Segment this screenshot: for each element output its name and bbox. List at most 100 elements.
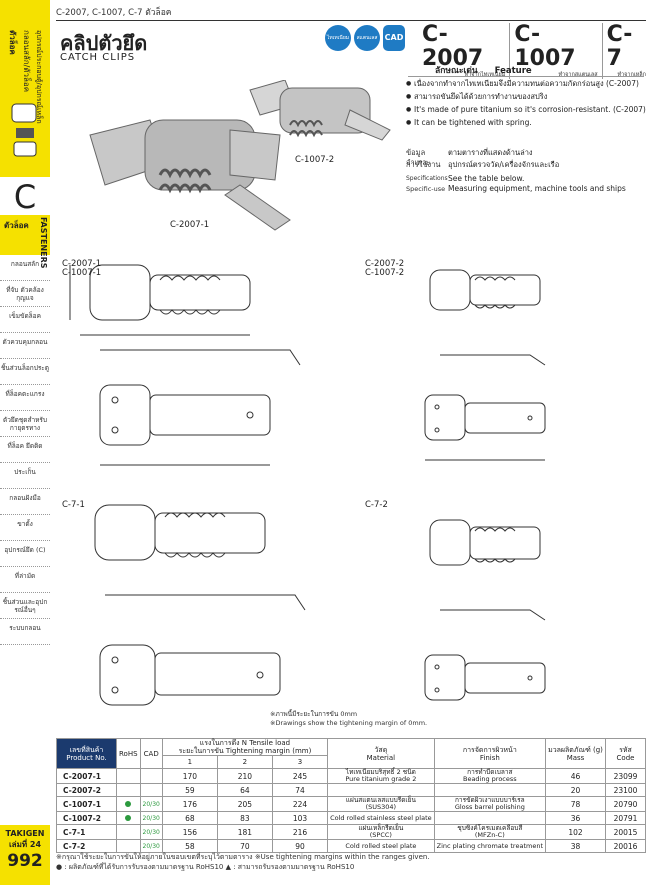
- cell-name: C-7-2: [56, 839, 117, 853]
- cell-fin: ชุบซิงค์โครเมตเคลือบสี (MFZn-C): [433, 824, 547, 840]
- cell-mat: Cold rolled steel plate: [327, 839, 435, 853]
- drawing-note-th: ※ภาพนี้มีระยะในการขัน 0mm: [270, 710, 358, 718]
- cell-v3: 216: [271, 824, 329, 840]
- col-rohs: RoHS: [116, 738, 141, 769]
- header-divider: [56, 20, 646, 21]
- cell-v3: 90: [271, 839, 329, 853]
- sidebar-top-sub2: อุปกรณ์ประกอบตู้/อุปกรณ์เหล็ก: [35, 30, 43, 124]
- sidebar-item[interactable]: ที่ล็อคตะแกรง: [0, 385, 50, 411]
- sidebar-letter: C: [0, 175, 50, 216]
- cell-mass: 36: [545, 811, 606, 825]
- cell-name: C-7-1: [56, 824, 117, 840]
- cell-cad: 20/30: [139, 824, 163, 840]
- cell-v3: 224: [271, 796, 329, 812]
- sidebar-item[interactable]: ตัวควบคุมกลอน: [0, 333, 50, 359]
- cell-mat: แผ่นสแตนเลสแบบรีดเย็น (SUS304): [327, 796, 435, 812]
- col-cad: CAD: [139, 738, 163, 769]
- drawing-label-4: C-7-2: [365, 500, 388, 510]
- col-margin-label: ระยะในการขัน Tightening margin (mm): [178, 747, 312, 755]
- sidebar-top-th: ตัวล็อค: [8, 30, 17, 55]
- model-code: C-7: [606, 22, 633, 71]
- sidebar-item[interactable]: ที่ล่ามัด: [0, 567, 50, 593]
- sidebar-item[interactable]: ตัวยึดชุดสำหรับ กายุตรทาง: [0, 411, 50, 437]
- cell-fin: การทำบีดเบลาส Beading process: [433, 768, 547, 784]
- sidebar-item[interactable]: กลอนสลัก: [0, 255, 50, 281]
- cell-v2: 205: [216, 796, 273, 812]
- cell-v2: 70: [216, 839, 273, 853]
- cell-v1: 58: [161, 839, 218, 853]
- sidebar-item[interactable]: เข็มขัดล็อค: [0, 307, 50, 333]
- sidebar-item[interactable]: ชิ้นส่วนล็อกประตู: [0, 359, 50, 385]
- cell-rohs: [116, 824, 141, 840]
- col-product: เลขที่สินค้า Product No.: [56, 738, 117, 769]
- footnote-2: ● : ผลิตภัณฑ์ที่ได้รับการรับรองตามมาตรฐา…: [56, 863, 355, 871]
- cell-cad: 20/30: [139, 839, 163, 853]
- cell-code: 20791: [605, 811, 646, 825]
- cell-v2: 210: [216, 768, 273, 784]
- cell-code: 23099: [605, 768, 646, 784]
- sidebar-item[interactable]: ที่จับ ตัวคล้องกุญแจ: [0, 281, 50, 307]
- cell-mass: 20: [545, 783, 606, 797]
- c2007-1-photo: [89, 119, 291, 231]
- feature-item: It can be tightened with spring.: [406, 118, 646, 128]
- model-c1007: C-1007 ทำจากสแตนเลส: [510, 22, 603, 79]
- sidebar-item[interactable]: อุปกรณ์ยึด (C): [0, 541, 50, 567]
- spec-key: Specifications: [406, 175, 448, 182]
- cell-cad: 20/30: [139, 811, 163, 825]
- sidebar-item[interactable]: กลอนฝังมือ: [0, 489, 50, 515]
- sidebar-item[interactable]: ระบบกลอน: [0, 619, 50, 645]
- cell-v1: 59: [161, 783, 218, 797]
- drawing-label-2: C-2007-2 C-1007-2: [365, 259, 405, 278]
- drawing-c7-2: [424, 519, 546, 701]
- drawing-note: ※ภาพนี้มีระยะในการขัน 0mm ※Drawings show…: [270, 710, 427, 728]
- product-photo: [89, 80, 391, 231]
- drawing-c2007-2: [424, 269, 546, 461]
- cell-v3: 103: [271, 811, 329, 825]
- sidebar-item[interactable]: ขาตั้ง: [0, 515, 50, 541]
- cad-badge-icon[interactable]: CAD: [383, 25, 405, 51]
- sidebar-item[interactable]: ประเก็น: [0, 463, 50, 489]
- model-list: C-2007 ทำจากไทเทเนียม C-1007 ทำจากสแตนเล…: [418, 23, 650, 79]
- drawing-label-1: C-2007-1 C-1007-1: [62, 259, 102, 278]
- cell-code: 20016: [605, 839, 646, 853]
- drawing-c7-1: [94, 504, 306, 706]
- cell-mat: แผ่นเหล็กรีดเย็น (SPCC): [327, 824, 435, 840]
- model-code: C-1007: [514, 22, 576, 71]
- brand-name: TAKIGEN: [5, 829, 45, 838]
- sidebar-item[interactable]: ชิ้นส่วนและอุปกรณ์อื่นๆ: [0, 593, 50, 619]
- model-c2007: C-2007 ทำจากไทเทเนียม: [418, 23, 511, 79]
- c1007-2-photo: [249, 80, 391, 141]
- cell-mat: [327, 783, 435, 797]
- cell-code: 23100: [605, 783, 646, 797]
- cell-v2: 64: [216, 783, 273, 797]
- rohs-dot-icon: [125, 814, 132, 821]
- sidebar-footer: TAKIGEN เล่มที่ 24 992: [0, 825, 50, 885]
- spec-row: การใช้งานอุปกรณ์ตรวจวัด/เครื่องจักรและเร…: [406, 160, 646, 170]
- model-c7: C-7 ทำจากเหล็ก: [603, 23, 650, 79]
- latch-icon: [11, 103, 37, 157]
- stainless-badge-icon: สแตนเลส: [354, 25, 380, 51]
- cell-v3: 245: [271, 768, 329, 784]
- feature-th: ลักษณะเด่น: [435, 66, 478, 76]
- drawing-c2007-1: [69, 264, 301, 466]
- titanium-badge-icon: ไทเทเนียม: [325, 25, 351, 51]
- volume-label: เล่มที่ 24: [8, 840, 42, 849]
- spec-value: อุปกรณ์ตรวจวัด/เครื่องจักรและเรือ: [448, 160, 560, 169]
- cell-v1: 170: [161, 768, 218, 784]
- cell-cad: [139, 768, 163, 784]
- sidebar-fasteners[interactable]: ตัวล็อค FASTENERS: [0, 215, 50, 269]
- sidebar: ตัวล็อค กลอนสลัก/ตัวล็อค อุปกรณ์ประกอบตู…: [0, 0, 50, 885]
- cell-fin: Zinc plating chromate treatment: [433, 839, 547, 853]
- cell-fin: [433, 783, 547, 797]
- col-material: วัสดุ Material: [327, 738, 435, 769]
- cell-rohs: [116, 796, 141, 812]
- sidebar-item[interactable]: ที่ล็อค ยึดติด: [0, 437, 50, 463]
- feature-item: สามารถขันยึดได้ด้วยการทำงานของสปริง: [406, 92, 646, 102]
- feature-en: Feature: [494, 66, 532, 76]
